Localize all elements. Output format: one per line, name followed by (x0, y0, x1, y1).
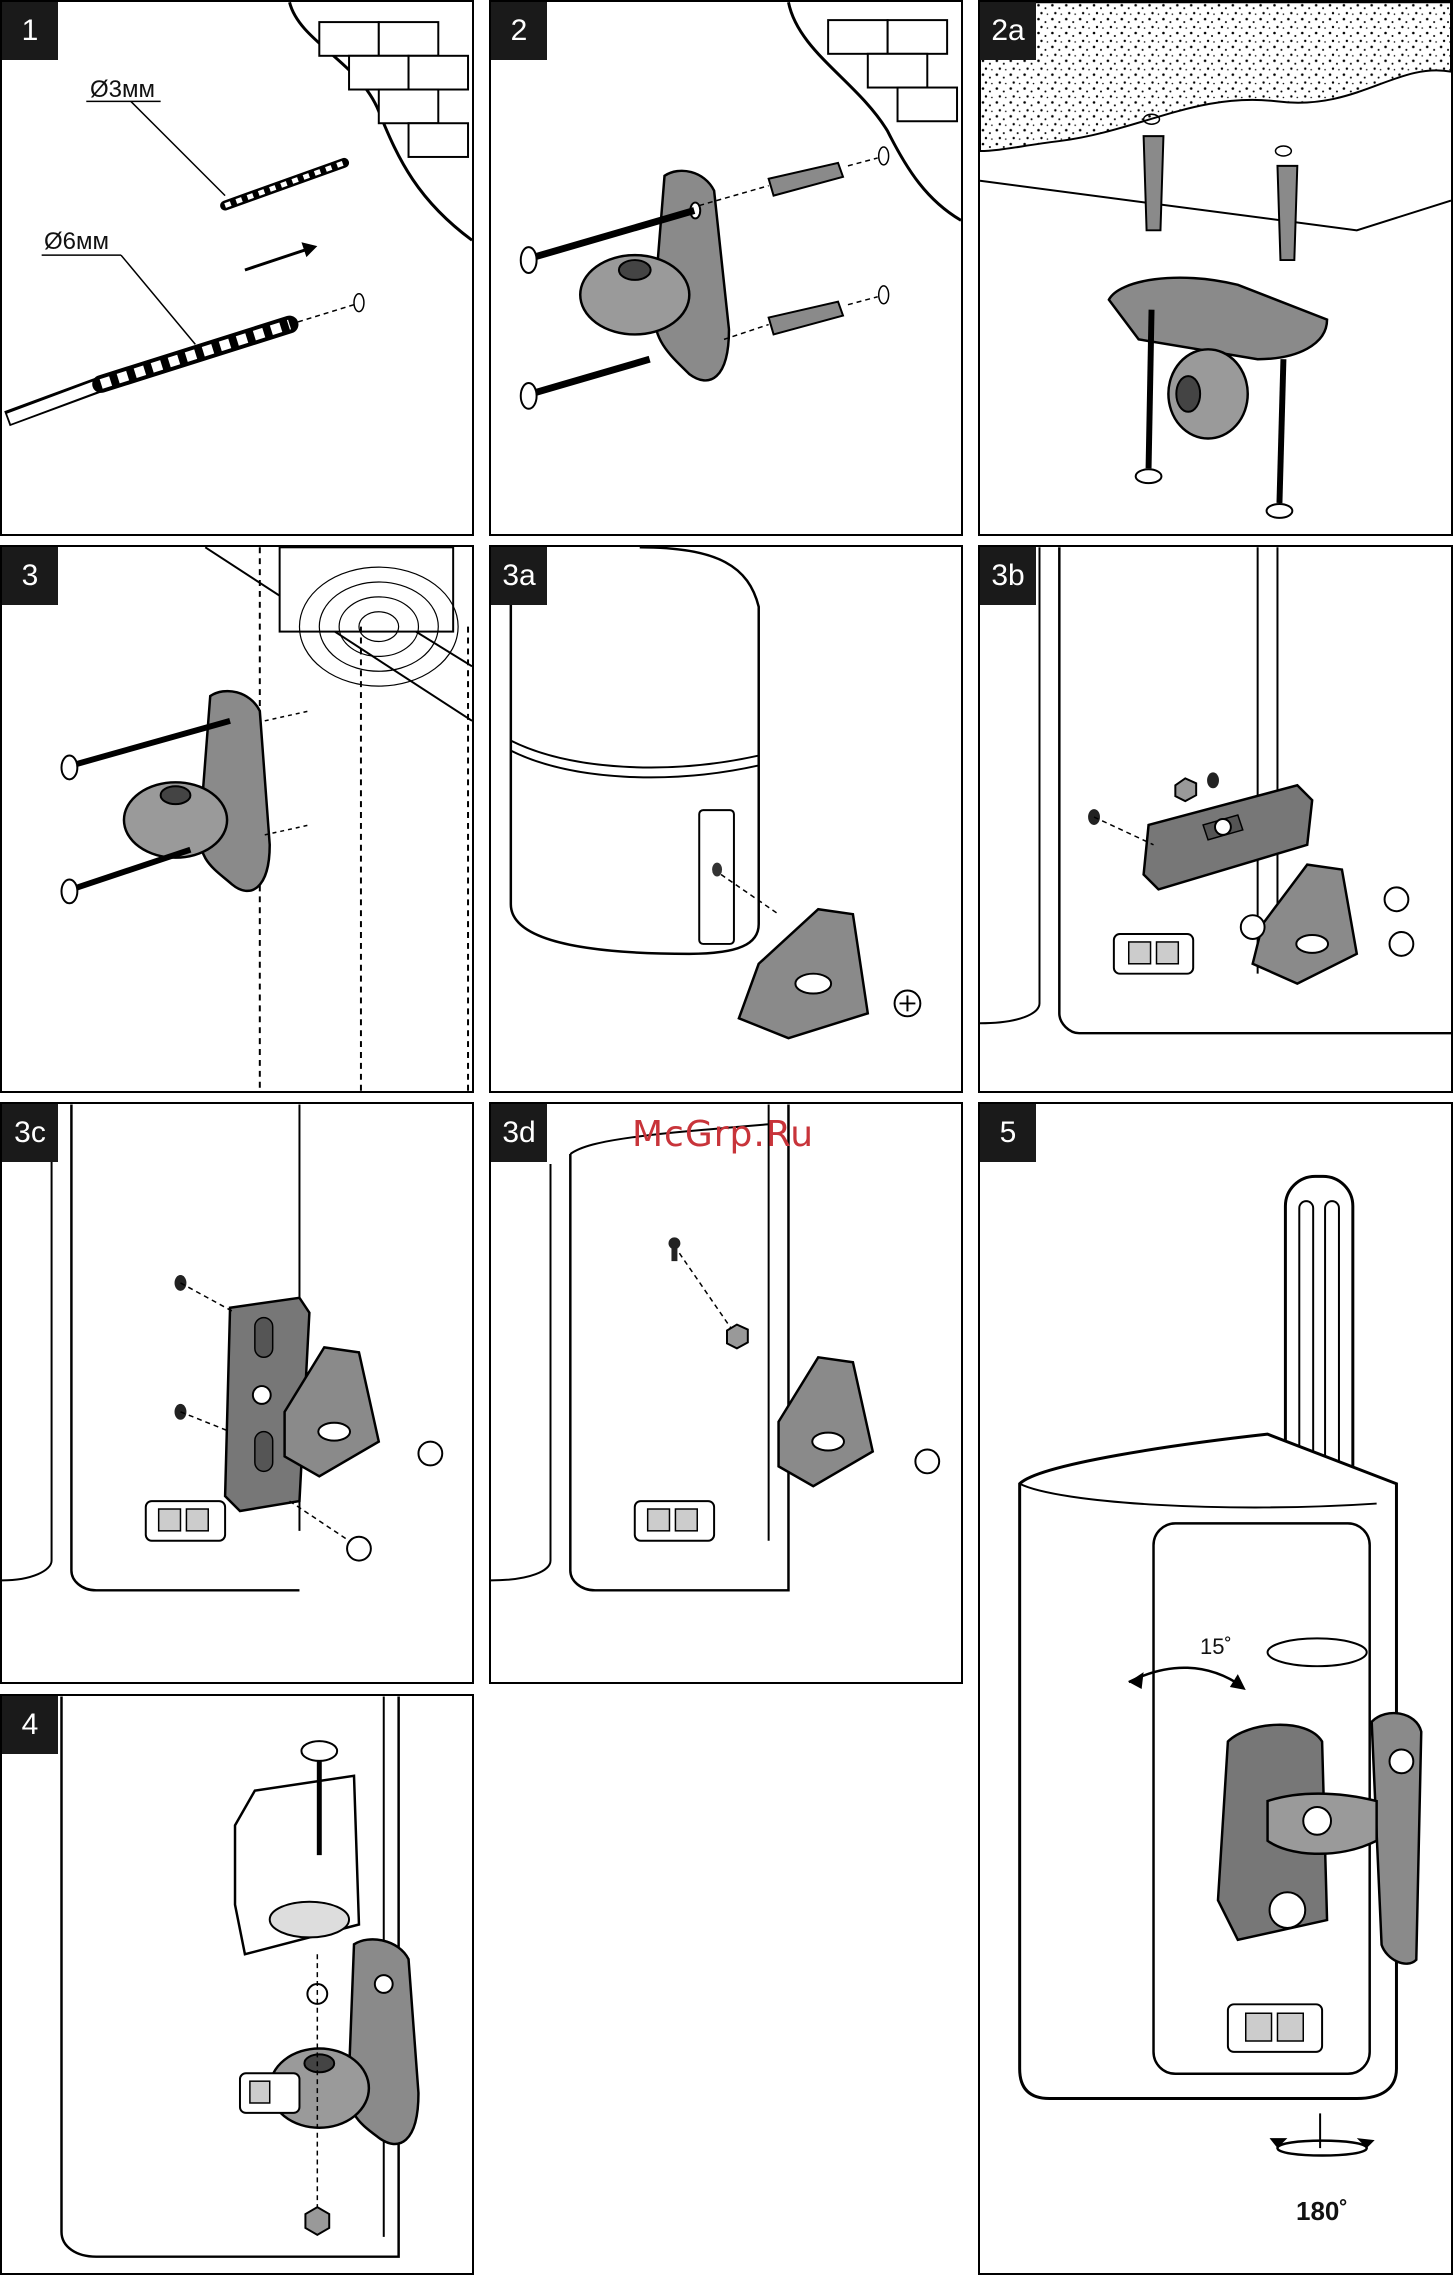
step-3a-panel: 3a (489, 545, 963, 1093)
step-2a-panel: 2a (978, 0, 1453, 536)
drill-3mm-label: Ø3мм (90, 76, 155, 104)
step-3c-illustration (2, 1104, 472, 1682)
step-3a-illustration (491, 547, 961, 1091)
step-5-badge: 5 (980, 1104, 1036, 1162)
step-3-badge: 3 (2, 547, 58, 605)
step-5-panel: 5 15˚ 180˚ (978, 1102, 1453, 2275)
step-3b-panel: 3b (978, 545, 1453, 1093)
step-2a-badge: 2a (980, 2, 1036, 60)
step-4-illustration (2, 1696, 472, 2273)
step-3d-badge: 3d (491, 1104, 547, 1162)
step-2a-illustration (980, 2, 1451, 534)
step-3c-badge: 3c (2, 1104, 58, 1162)
watermark: McGrp.Ru (632, 1114, 814, 1155)
step-3b-illustration (980, 547, 1451, 1091)
drill-6mm-label: Ø6мм (44, 228, 109, 256)
step-3-illustration (2, 547, 472, 1091)
step-5-illustration (980, 1104, 1451, 2273)
step-3d-illustration (491, 1104, 961, 1682)
step-3c-panel: 3c (0, 1102, 474, 1684)
step-2-illustration (491, 2, 961, 534)
step-1-panel: 1 Ø3мм Ø6мм (0, 0, 474, 536)
step-2-panel: 2 (489, 0, 963, 536)
step-2-badge: 2 (491, 2, 547, 60)
step-3b-badge: 3b (980, 547, 1036, 605)
step-1-badge: 1 (2, 2, 58, 60)
rotate-angle-label: 180˚ (1296, 2196, 1348, 2227)
step-4-panel: 4 (0, 1694, 474, 2275)
step-3d-panel: 3d (489, 1102, 963, 1684)
step-3a-badge: 3a (491, 547, 547, 605)
tilt-angle-label: 15˚ (1200, 1634, 1232, 1660)
step-3-panel: 3 (0, 545, 474, 1093)
step-4-badge: 4 (2, 1696, 58, 1754)
step-1-illustration (2, 2, 472, 534)
